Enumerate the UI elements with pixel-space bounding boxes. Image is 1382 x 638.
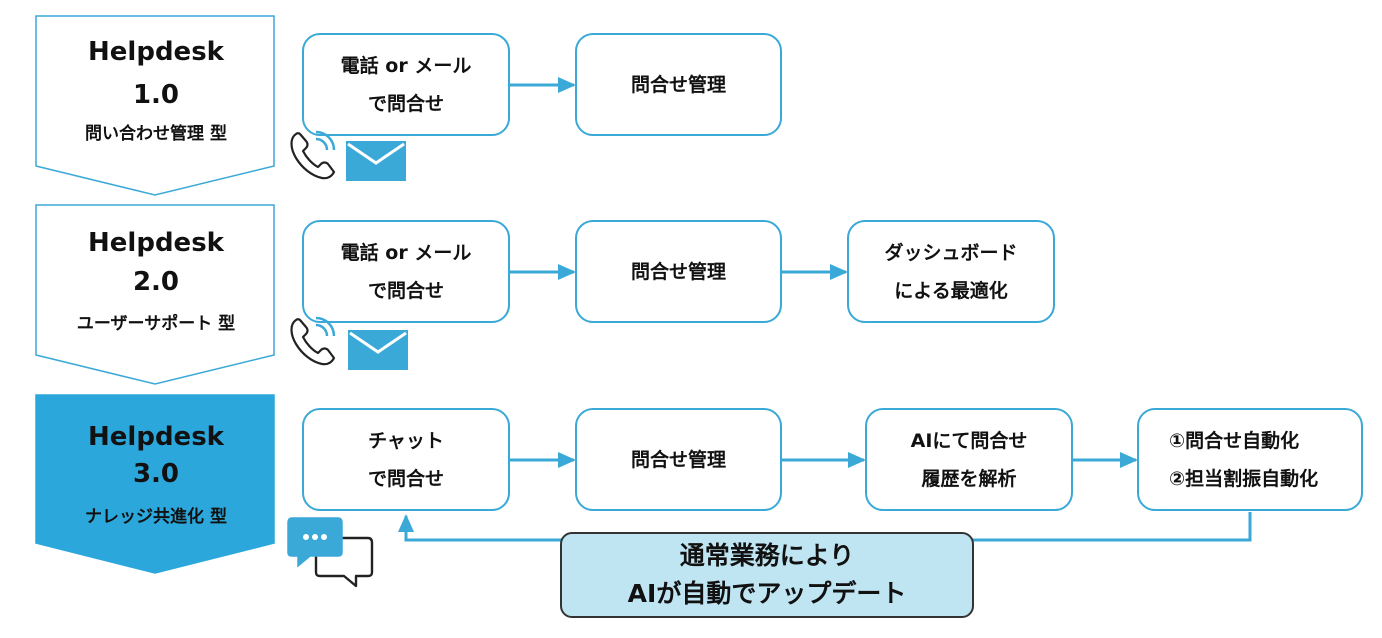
row1-box1-line1: 電話 or メール: [340, 54, 472, 77]
row3-box-ai-analysis: AIにて問合せ 履歴を解析: [865, 408, 1073, 511]
phone-icon: [290, 316, 336, 366]
row2-box3-line2: による最適化: [894, 279, 1008, 302]
row3-box3-line1: AIにて問合せ: [910, 429, 1028, 452]
mail-icon: [348, 330, 408, 370]
row3-box3-line2: 履歴を解析: [921, 467, 1017, 490]
row3-box1-line2: で問合せ: [367, 467, 444, 490]
row2-box1-line1: 電話 or メール: [340, 241, 472, 264]
row3-box2-line1: 問合せ管理: [630, 448, 726, 471]
row2-box-management: 問合せ管理: [575, 220, 782, 323]
row3-title: Helpdesk: [88, 422, 224, 452]
row2-box3-line1: ダッシュボード: [884, 241, 1018, 264]
row2-version: 2.0: [132, 267, 180, 297]
row2-title: Helpdesk: [88, 228, 224, 258]
row3-version: 3.0: [132, 459, 180, 489]
row3-box4-line1: ①問合せ自動化: [1169, 429, 1300, 452]
row2-box-inquiry: 電話 or メール で問合せ: [302, 220, 510, 323]
banner-line1: 通常業務により: [679, 541, 855, 570]
row1-box-inquiry: 電話 or メール で問合せ: [302, 33, 510, 136]
row1-title: Helpdesk: [88, 37, 224, 67]
ai-update-banner: 通常業務により AIが自動でアップデート: [560, 532, 974, 618]
row3-box1-line1: チャット: [368, 429, 444, 452]
row2-box1-line2: で問合せ: [367, 279, 444, 302]
banner-line2: AIが自動でアップデート: [627, 579, 907, 608]
row2-box2-line1: 問合せ管理: [630, 260, 726, 283]
row3-type: ナレッジ共進化 型: [85, 507, 227, 527]
mail-icon: [346, 141, 406, 181]
row1-box2-line1: 問合せ管理: [630, 73, 726, 96]
row2-box-dashboard: ダッシュボード による最適化: [847, 220, 1055, 323]
row3-box-chat: チャット で問合せ: [302, 408, 510, 511]
row1-box1-line2: で問合せ: [367, 92, 444, 115]
row3-box-automation: ①問合せ自動化 ②担当割振自動化: [1137, 408, 1363, 511]
row2-type: ユーザーサポート 型: [76, 314, 236, 334]
phone-icon: [290, 130, 336, 180]
row1-type: 問い合わせ管理 型: [85, 124, 227, 144]
chat-bubbles-icon: [287, 517, 374, 588]
row1-version: 1.0: [132, 80, 180, 110]
row1-box-management: 問合せ管理: [575, 33, 782, 136]
row3-box-management: 問合せ管理: [575, 408, 782, 511]
row3-box4-line2: ②担当割振自動化: [1169, 467, 1319, 490]
